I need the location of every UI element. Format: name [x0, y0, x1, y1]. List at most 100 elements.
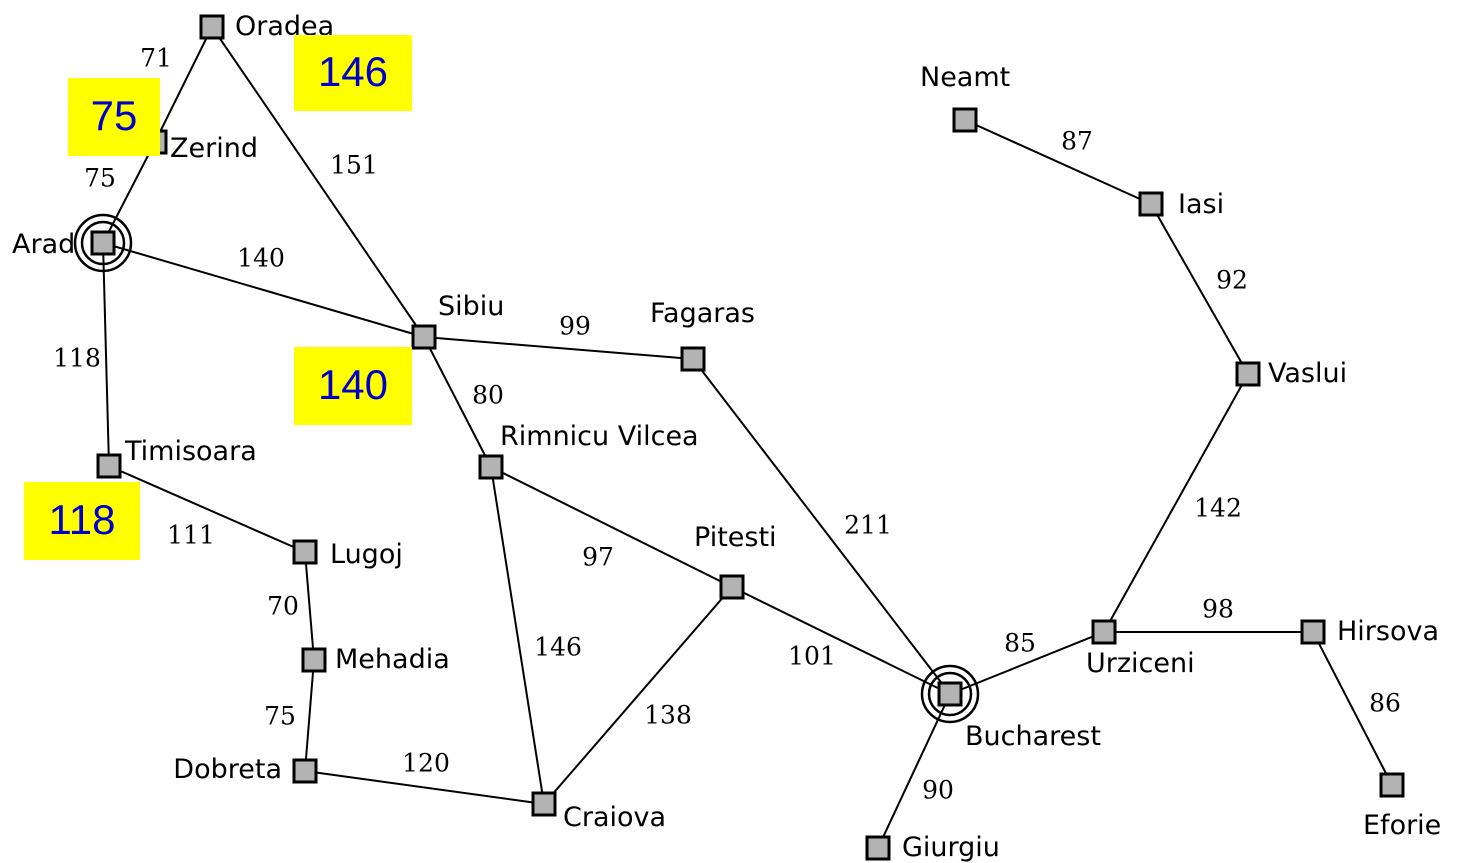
- city-label-mehadia: Mehadia: [335, 644, 450, 675]
- highlight-value: 118: [49, 496, 116, 543]
- city-label-giurgiu: Giurgiu: [902, 832, 1000, 863]
- road-distance-label: 75: [84, 164, 116, 193]
- road-distance-label: 87: [1061, 127, 1093, 156]
- square-node-icon: [292, 758, 318, 784]
- road-distance-label: 85: [1004, 629, 1036, 658]
- road-arad-timisoara: [102, 242, 110, 467]
- city-node-arad: [73, 213, 133, 273]
- city-node-dobreta: [292, 758, 318, 784]
- road-distance-label: 146: [534, 633, 582, 662]
- city-node-urziceni: [1091, 619, 1117, 645]
- road-distance-label: 80: [472, 381, 504, 410]
- square-node-icon: [865, 835, 891, 861]
- road-distance-label: 151: [330, 151, 378, 180]
- square-node-icon: [680, 346, 706, 372]
- road-craiova-pitesti: [543, 586, 733, 805]
- city-label-urziceni: Urziceni: [1086, 648, 1195, 679]
- highlight-value: 140: [318, 361, 388, 408]
- city-label-zerind: Zerind: [170, 133, 258, 164]
- city-label-timisoara: Timisoara: [124, 436, 257, 467]
- city-label-neamt: Neamt: [920, 62, 1010, 93]
- square-node-icon: [937, 681, 963, 707]
- city-node-lugoj: [292, 539, 318, 565]
- city-node-timisoara: [96, 453, 122, 479]
- square-node-icon: [292, 539, 318, 565]
- road-mehadia-dobreta: [304, 659, 315, 772]
- square-node-icon: [411, 324, 437, 350]
- road-arad-sibiu: [102, 242, 425, 338]
- city-node-hirsova: [1300, 619, 1326, 645]
- inner-ring-icon: [927, 671, 973, 717]
- road-distance-label: 140: [237, 244, 285, 273]
- outer-ring-icon: [920, 664, 980, 724]
- road-oradea-zerind: [154, 26, 213, 143]
- square-node-icon: [1235, 361, 1261, 387]
- city-node-bucharest: [920, 664, 980, 724]
- city-node-rimnicu: [478, 454, 504, 480]
- highlight-badges: 75 140 118 146: [24, 35, 412, 560]
- city-node-sibiu: [411, 324, 437, 350]
- square-node-icon: [478, 454, 504, 480]
- city-label-vaslui: Vaslui: [1268, 358, 1347, 389]
- city-label-lugoj: Lugoj: [330, 539, 403, 570]
- road-sibiu-fagaras: [423, 336, 694, 360]
- city-label-hirsova: Hirsova: [1337, 616, 1439, 647]
- highlight-background: [24, 482, 140, 560]
- road-distance-label: 99: [559, 312, 591, 341]
- square-node-icon: [1138, 191, 1164, 217]
- road-distance-label: 138: [644, 701, 692, 730]
- city-node-neamt: [952, 107, 978, 133]
- city-labels: OradeaZerindAradTimisoaraLugojMehadiaDob…: [12, 11, 1441, 863]
- square-node-icon: [1300, 619, 1326, 645]
- city-label-eforie: Eforie: [1363, 810, 1441, 841]
- road-distance-label: 120: [402, 749, 450, 778]
- city-label-pitesti: Pitesti: [694, 522, 777, 553]
- road-distance-label: 98: [1202, 595, 1234, 624]
- city-node-vaslui: [1235, 361, 1261, 387]
- highlight-value: 75: [91, 92, 138, 139]
- road-fagaras-bucharest: [692, 358, 951, 695]
- road-lines: [102, 26, 1393, 849]
- road-distance-label: 118: [53, 344, 101, 373]
- city-label-arad: Arad: [12, 229, 75, 260]
- square-node-icon: [719, 574, 745, 600]
- road-pitesti-bucharest: [731, 586, 951, 695]
- highlight-badge-sibiu: 140: [294, 347, 412, 425]
- road-distance-label: 86: [1369, 689, 1401, 718]
- highlight-background: [68, 78, 160, 156]
- city-label-bucharest: Bucharest: [965, 721, 1101, 752]
- highlight-background: [294, 35, 412, 111]
- city-node-oradea: [199, 14, 225, 40]
- road-distance-label: 101: [788, 642, 836, 671]
- square-node-icon: [952, 107, 978, 133]
- road-distance-label: 90: [922, 776, 954, 805]
- road-lugoj-mehadia: [304, 551, 315, 661]
- highlight-background: [294, 347, 412, 425]
- square-node-icon: [531, 791, 557, 817]
- city-node-craiova: [531, 791, 557, 817]
- square-node-icon: [1091, 619, 1117, 645]
- road-distance-label: 111: [167, 521, 215, 550]
- city-node-fagaras: [680, 346, 706, 372]
- city-node-giurgiu: [865, 835, 891, 861]
- city-node-pitesti: [719, 574, 745, 600]
- road-urziceni-vaslui: [1103, 373, 1249, 633]
- highlight-badge-timisoara: 118: [24, 482, 140, 560]
- road-timisoara-lugoj: [108, 465, 306, 553]
- city-label-sibiu: Sibiu: [438, 291, 504, 322]
- city-nodes: [73, 14, 1405, 861]
- road-rimnicu-pitesti: [490, 466, 733, 588]
- road-oradea-sibiu: [211, 26, 425, 338]
- outer-ring-icon: [73, 213, 133, 273]
- city-label-fagaras: Fagaras: [650, 298, 755, 329]
- square-node-icon: [199, 14, 225, 40]
- city-label-dobreta: Dobreta: [173, 754, 282, 785]
- road-zerind-arad: [102, 141, 156, 244]
- road-distance-label: 97: [582, 543, 614, 572]
- road-bucharest-giurgiu: [877, 693, 951, 849]
- highlight-badge-oradea: 146: [294, 35, 412, 111]
- road-distance-label: 75: [264, 702, 296, 731]
- road-distance-label: 71: [140, 44, 172, 73]
- city-label-iasi: Iasi: [1178, 189, 1224, 220]
